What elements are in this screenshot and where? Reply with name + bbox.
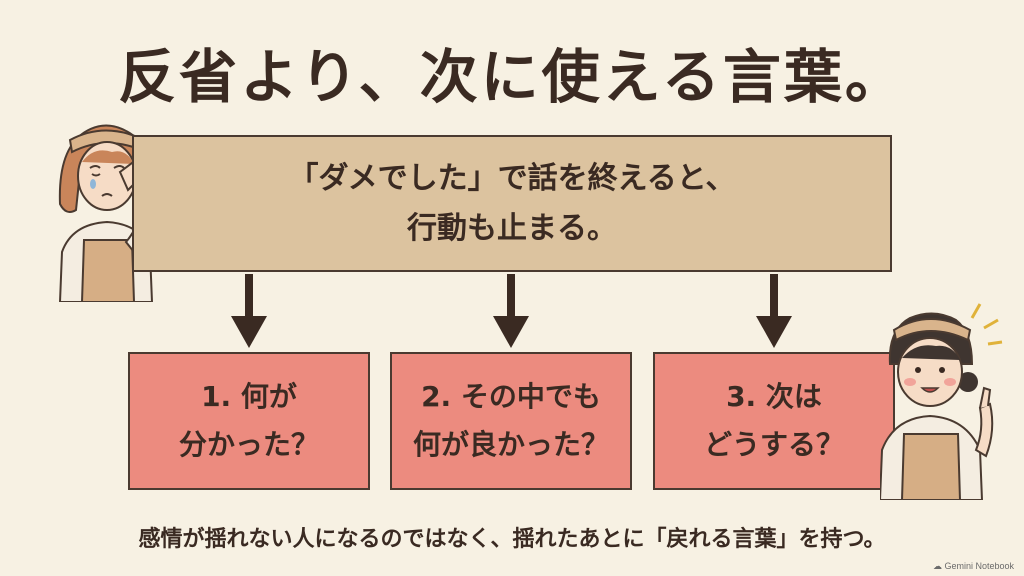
step-3-line-2: どうする？ <box>703 428 844 461</box>
step-1-line-2: 分かった？ <box>178 428 319 461</box>
down-arrow-icon <box>756 274 792 348</box>
happy-woman-illustration <box>880 303 1003 500</box>
step-box-2: 2. その中でも 何が良かった？ <box>390 352 632 490</box>
step-2-line-2: 何が良かった？ <box>412 428 609 461</box>
step-2-line-1: 2. その中でも <box>421 380 601 414</box>
top-statement-line-2: 行動も止まる。 <box>407 210 617 246</box>
cloud-icon: ☁ <box>932 561 942 571</box>
down-arrow-icon <box>231 274 267 348</box>
down-arrow-icon <box>493 274 529 348</box>
step-3-line-1: 3. 次は <box>726 380 822 414</box>
footer-message: 感情が揺れない人になるのではなく、揺れたあとに「戻れる言葉」を持つ。 <box>138 527 886 552</box>
step-box-3: 3. 次は どうする？ <box>653 352 895 490</box>
step-1-line-1: 1. 何が <box>201 380 297 414</box>
step-box-1: 1. 何が 分かった？ <box>128 352 370 490</box>
page-title: 反省より、次に使える言葉。 <box>118 43 906 111</box>
watermark-text: Gemini Notebook <box>944 561 1014 571</box>
watermark: ☁ Gemini Notebook <box>933 561 1014 572</box>
top-statement-line-1: 「ダメでした」で話を終えると、 <box>288 161 736 196</box>
top-statement-box: 「ダメでした」で話を終えると、 行動も止まる。 <box>132 135 892 272</box>
